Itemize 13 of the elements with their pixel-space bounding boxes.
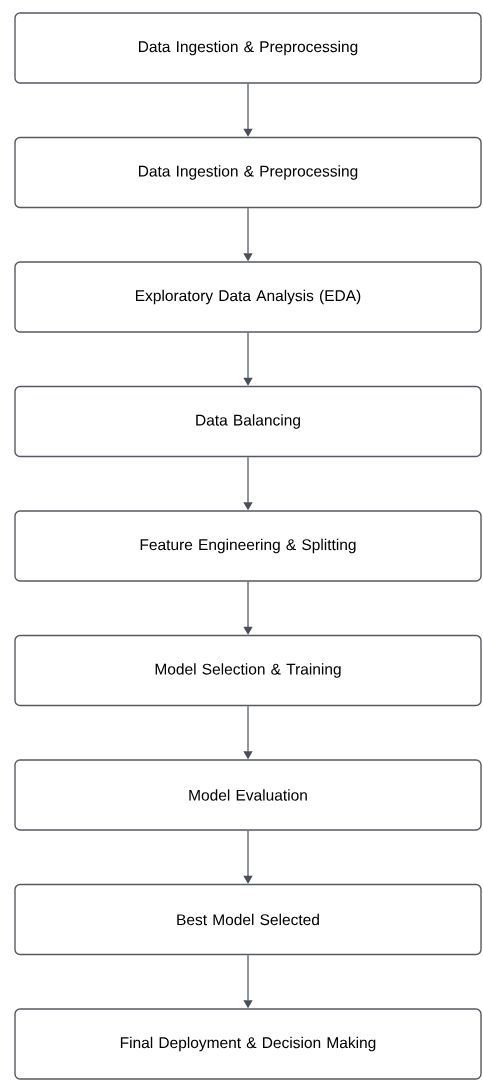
process-box: Best Model Selected	[14, 883, 482, 956]
process-box: Model Selection & Training	[14, 634, 482, 707]
process-box: Feature Engineering & Splitting	[14, 510, 482, 582]
process-box: Data Balancing	[14, 385, 482, 458]
arrow	[243, 830, 253, 884]
process-box: Model Evaluation	[14, 759, 482, 831]
process-box: Data Ingestion & Preprocessing	[14, 136, 482, 209]
process-box: Final Deployment & Decision Making	[14, 1008, 482, 1080]
arrow	[243, 83, 253, 137]
arrow	[243, 581, 253, 635]
process-box: Exploratory Data Analysis (EDA)	[14, 261, 482, 333]
process-box: Data Ingestion & Preprocessing	[14, 12, 482, 84]
arrow	[243, 332, 253, 386]
